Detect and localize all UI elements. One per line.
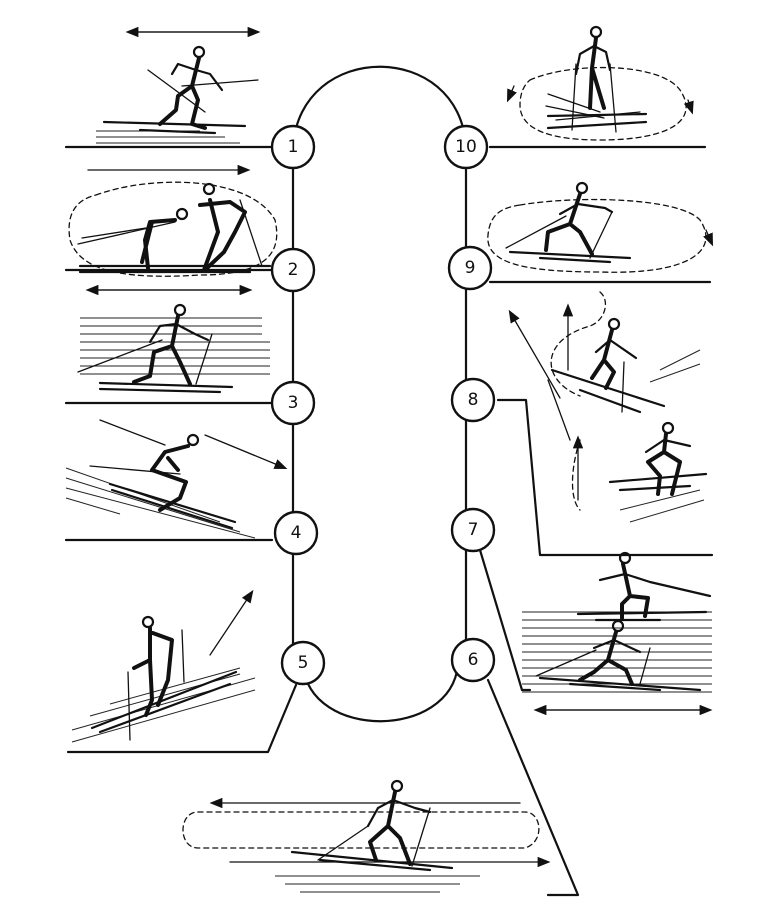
step-node-10: 10: [443, 124, 489, 170]
step-node-circle: [443, 124, 489, 170]
step-node-circle: [273, 510, 319, 556]
step-node-4: 4: [273, 510, 319, 556]
step-node-circle: [447, 245, 493, 291]
step-node-label: 3: [288, 393, 299, 413]
step-node-3: 3: [270, 380, 316, 426]
step-node-8: 8: [450, 377, 496, 423]
central-loop: [291, 65, 468, 723]
step-node-circle: [450, 637, 496, 683]
step-node-5: 5: [280, 640, 326, 686]
scene-3: [77, 303, 270, 394]
step-node-circle: [270, 380, 316, 426]
step-node-label: 4: [291, 523, 302, 543]
scene-9: [487, 181, 714, 273]
step-nodes: 1 2 3 4 5 6 7 8 9 10: [270, 124, 496, 686]
step-node-label: 9: [465, 258, 476, 278]
scene-7: [522, 551, 713, 716]
scene-5: [71, 589, 256, 743]
step-node-circle: [270, 247, 316, 293]
step-node-label: 2: [288, 260, 299, 280]
scene-2: [68, 164, 278, 296]
step-node-label: 7: [468, 520, 479, 540]
scene-4: [65, 419, 288, 539]
scene-8: [508, 291, 708, 523]
scene-6: [182, 779, 551, 893]
step-node-label: 1: [288, 137, 299, 157]
step-node-1: 1: [270, 124, 316, 170]
connector-lines: [64, 145, 714, 897]
step-node-7: 7: [450, 507, 496, 553]
step-node-circle: [450, 377, 496, 423]
scene-10: [506, 25, 694, 141]
step-node-6: 6: [450, 637, 496, 683]
step-node-circle: [280, 640, 326, 686]
step-node-2: 2: [270, 247, 316, 293]
scene-1: [96, 26, 261, 144]
step-node-label: 8: [468, 390, 479, 410]
step-node-label: 10: [455, 137, 477, 157]
step-node-circle: [270, 124, 316, 170]
step-node-label: 5: [298, 653, 309, 673]
step-node-9: 9: [447, 245, 493, 291]
step-node-label: 6: [468, 650, 479, 670]
step-node-circle: [450, 507, 496, 553]
